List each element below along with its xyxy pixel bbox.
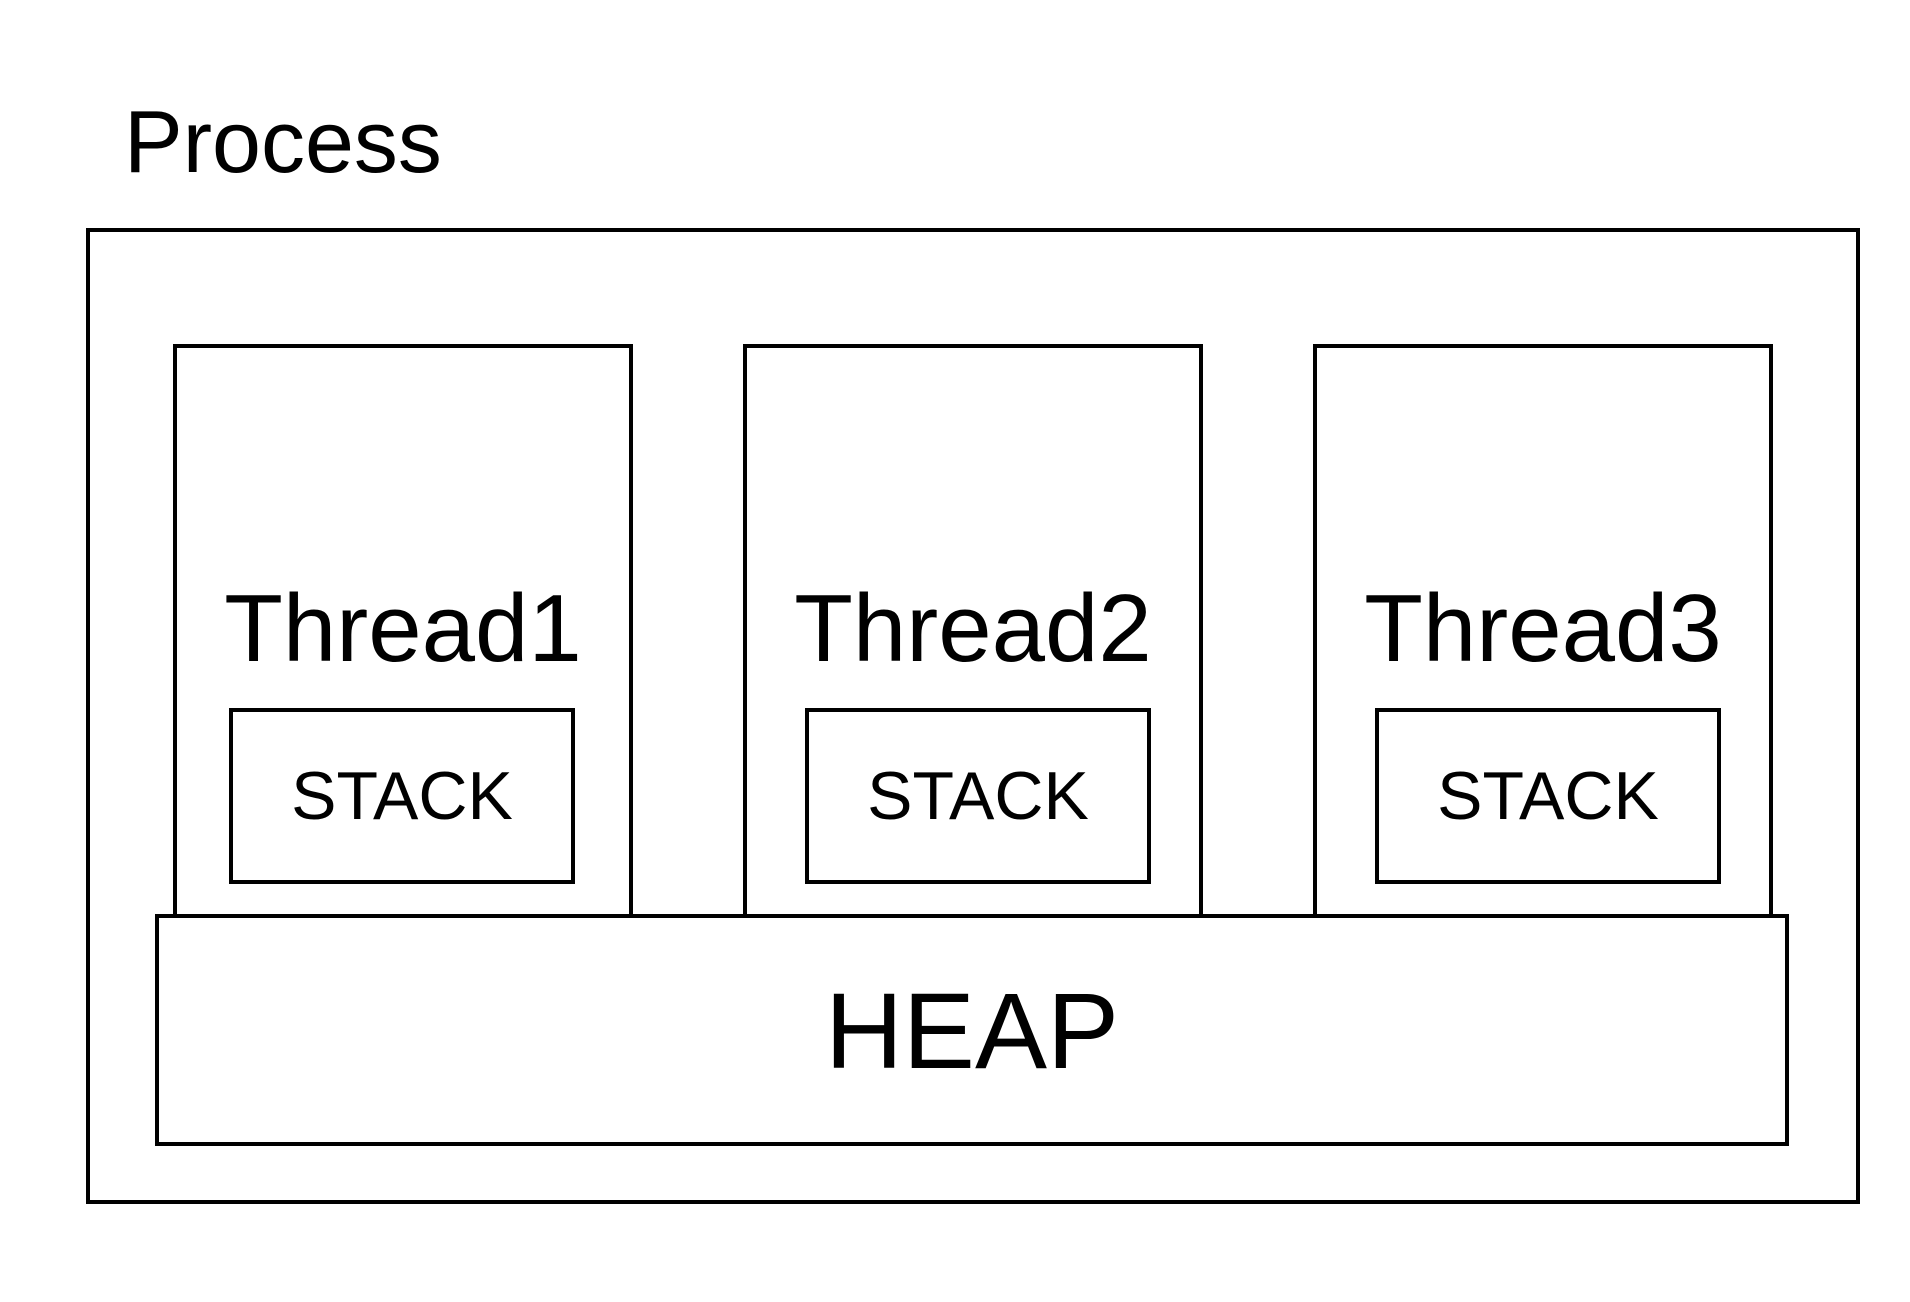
thread-1-stack-label: STACK — [291, 758, 513, 834]
thread-2-label: Thread2 — [794, 575, 1152, 682]
thread-3-stack-box: STACK — [1375, 708, 1721, 884]
thread-3-stack-label: STACK — [1437, 758, 1659, 834]
process-title: Process — [124, 92, 442, 191]
thread-2-stack-box: STACK — [805, 708, 1151, 884]
heap-box: HEAP — [155, 914, 1789, 1146]
thread-1-label: Thread1 — [224, 575, 582, 682]
heap-label: HEAP — [824, 969, 1120, 1091]
thread-3-label: Thread3 — [1364, 575, 1722, 682]
thread-1-stack-box: STACK — [229, 708, 575, 884]
thread-2-stack-label: STACK — [867, 758, 1089, 834]
